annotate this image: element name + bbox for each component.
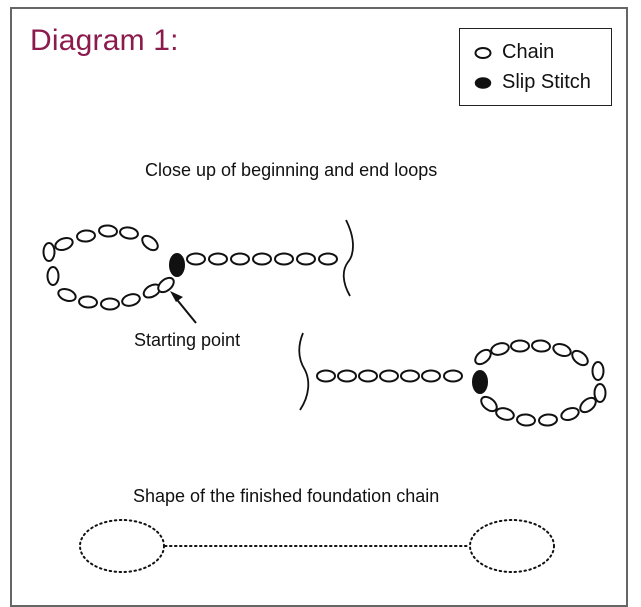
chain-stitch [296, 252, 316, 266]
chain-stitch [186, 252, 206, 266]
chain-stitch [76, 229, 96, 243]
chain-stitch [316, 369, 336, 383]
chain-stitch [318, 252, 338, 266]
chain-stitch [46, 266, 60, 286]
end-loop [316, 339, 607, 427]
chain-stitch [358, 369, 378, 383]
finished-shape-caption: Shape of the finished foundation chain [133, 486, 440, 506]
finished-chain-shape [79, 519, 555, 573]
chain-stitch [100, 297, 120, 311]
chain-stitch [495, 407, 515, 421]
chain-stitch [157, 276, 175, 294]
chain-stitch [78, 295, 98, 309]
chain-stitch [119, 226, 139, 240]
chain-stitch [510, 339, 530, 353]
legend-slip-stitch-label: Slip Stitch [502, 71, 591, 93]
starting-point-label: Starting point [134, 330, 241, 350]
slip-stitch-icon [474, 76, 492, 89]
chain-stitch [42, 242, 56, 262]
chain-stitch [593, 383, 607, 403]
chain-stitch [531, 339, 551, 353]
closeup-caption: Close up of beginning and end loops [145, 160, 438, 180]
chain-stitch [379, 369, 399, 383]
chain-stitch [230, 252, 250, 266]
chain-stitch [552, 342, 572, 358]
stitch-diagram-art [42, 219, 607, 573]
chain-stitch [560, 406, 580, 422]
chain-stitch [274, 252, 294, 266]
break-mark-right [342, 219, 354, 297]
chain-stitch [252, 252, 272, 266]
legend-item-slip-stitch: Slip Stitch [474, 71, 591, 94]
break-mark-left [298, 332, 310, 411]
chain-stitch [337, 369, 357, 383]
chain-stitch [591, 361, 605, 381]
slip-stitch [472, 370, 488, 394]
chain-stitch [480, 395, 498, 413]
chain-stitch [208, 252, 228, 266]
chain-stitch [474, 348, 492, 366]
chain-stitch [98, 224, 118, 238]
chain-stitch [141, 234, 159, 252]
chain-stitch [490, 342, 510, 356]
diagram-title: Diagram 1: [30, 24, 179, 57]
chain-stitch [400, 369, 420, 383]
chain-stitch [54, 236, 74, 252]
chain-stitch-icon [474, 46, 492, 59]
chain-stitch [538, 413, 558, 427]
diagram-canvas: Diagram 1: Chain Slip Stitch Close up of… [10, 7, 628, 607]
beginning-loop [42, 224, 338, 311]
legend-item-chain: Chain [474, 41, 554, 64]
chain-stitch [421, 369, 441, 383]
chain-stitch [571, 349, 589, 367]
slip-stitch [169, 253, 185, 277]
legend-box: Chain Slip Stitch [459, 28, 612, 106]
chain-stitch [443, 369, 463, 383]
chain-stitch [516, 413, 536, 427]
legend-chain-label: Chain [502, 41, 555, 63]
starting-point-arrow [170, 291, 197, 324]
chain-stitch [121, 293, 141, 307]
chain-stitch [57, 287, 77, 303]
